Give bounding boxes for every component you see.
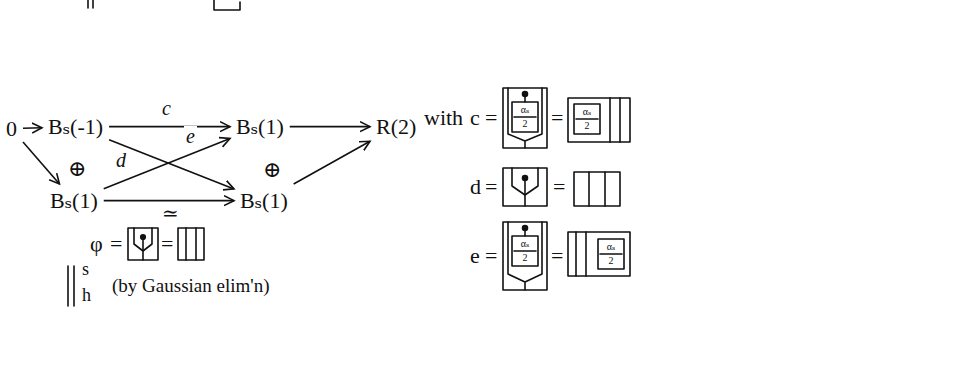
strand bbox=[619, 98, 621, 142]
math-label: = bbox=[485, 244, 497, 268]
strand bbox=[609, 98, 611, 142]
vertical-equals bbox=[67, 266, 69, 306]
soergel-diagrams bbox=[68, 0, 630, 306]
math-object: Bₛ(-1) bbox=[44, 112, 107, 141]
arrow-label: c bbox=[160, 98, 173, 119]
object-label: 0 bbox=[6, 116, 17, 141]
trivalent-vertex bbox=[508, 222, 542, 290]
fraction-part: 2 bbox=[598, 255, 624, 266]
object-label: R(2) bbox=[376, 114, 416, 139]
math-label: ⊕ bbox=[68, 157, 86, 181]
math-object: R(2) bbox=[372, 112, 420, 141]
morphism-arrow bbox=[104, 200, 234, 202]
math-label: d bbox=[470, 175, 481, 199]
polynomial-box bbox=[512, 236, 538, 266]
dot bbox=[523, 92, 528, 97]
morphism-arrow bbox=[23, 142, 59, 184]
object-label: Bₛ(1) bbox=[50, 188, 98, 213]
object-label: Bₛ(1) bbox=[240, 188, 288, 213]
math-label: = bbox=[110, 232, 122, 256]
morphism-arrow bbox=[109, 140, 234, 189]
trivalent-vertex bbox=[512, 168, 538, 206]
trivalent-vertex bbox=[134, 228, 152, 260]
strand bbox=[585, 232, 587, 276]
morphism-arrow bbox=[290, 126, 370, 128]
math-label: = bbox=[553, 175, 565, 199]
fraction-bar bbox=[514, 250, 536, 252]
fraction-bar bbox=[576, 118, 598, 120]
math-label: with bbox=[424, 106, 463, 130]
math-label: s bbox=[82, 260, 89, 280]
math-object: Bₛ(1) bbox=[236, 186, 292, 215]
fraction-part: 2 bbox=[512, 118, 538, 129]
morphism-arrow bbox=[109, 126, 230, 128]
fraction-part: αₛ bbox=[574, 106, 600, 117]
box-fragment bbox=[214, 0, 240, 10]
math-label: φ bbox=[90, 232, 103, 256]
arrow-label: e bbox=[184, 126, 197, 147]
object-label: Bₛ(1) bbox=[236, 114, 284, 139]
strand bbox=[588, 172, 590, 206]
fraction-part: αₛ bbox=[512, 238, 538, 249]
fraction-bar bbox=[514, 116, 536, 118]
diagram-frame bbox=[503, 222, 547, 290]
fraction-bar bbox=[600, 253, 622, 255]
strand-fragment bbox=[92, 0, 94, 8]
math-label: ⊕ bbox=[263, 158, 281, 182]
strand bbox=[195, 228, 197, 260]
fraction-part: αₛ bbox=[598, 241, 624, 252]
fraction-part: 2 bbox=[574, 120, 600, 131]
morphism-arrow bbox=[294, 141, 370, 184]
morphism-arrow bbox=[104, 139, 230, 189]
vertical-equals bbox=[73, 266, 75, 306]
math-object: Bₛ(1) bbox=[232, 112, 288, 141]
math-label: h bbox=[82, 286, 91, 306]
trivalent-vertex bbox=[508, 88, 542, 148]
arrow-label: d bbox=[114, 150, 128, 171]
fraction-part: αₛ bbox=[512, 104, 538, 115]
diagram-frame bbox=[503, 88, 547, 148]
strand bbox=[575, 232, 577, 276]
diagram-frame bbox=[568, 232, 630, 276]
math-label: (by Gaussian elim'n) bbox=[112, 276, 270, 297]
strand bbox=[185, 228, 187, 260]
math-label: = bbox=[551, 244, 563, 268]
math-object: 0 bbox=[2, 114, 21, 143]
diagram-frame bbox=[128, 228, 158, 260]
dot bbox=[141, 235, 146, 240]
math-label: = bbox=[485, 106, 497, 130]
fraction-part: 2 bbox=[512, 252, 538, 263]
math-object: Bₛ(1) bbox=[46, 186, 102, 215]
arrow-label: ≃ bbox=[160, 203, 181, 224]
polynomial-box bbox=[574, 104, 600, 134]
strand bbox=[604, 172, 606, 206]
math-label: = bbox=[485, 175, 497, 199]
dot bbox=[523, 176, 528, 181]
morphism-arrow bbox=[23, 127, 42, 129]
strand-fragment bbox=[87, 0, 89, 8]
math-label: c bbox=[470, 106, 480, 130]
diagram-frame bbox=[574, 172, 620, 206]
object-label: Bₛ(-1) bbox=[48, 114, 103, 139]
polynomial-box bbox=[512, 102, 538, 132]
math-label: = bbox=[161, 232, 173, 256]
diagram-frame bbox=[568, 98, 630, 142]
dot bbox=[523, 226, 528, 231]
diagram-frame bbox=[178, 228, 204, 260]
polynomial-box bbox=[598, 239, 624, 269]
math-label: = bbox=[551, 106, 563, 130]
math-label: e bbox=[470, 244, 480, 268]
diagram-frame bbox=[503, 168, 547, 206]
